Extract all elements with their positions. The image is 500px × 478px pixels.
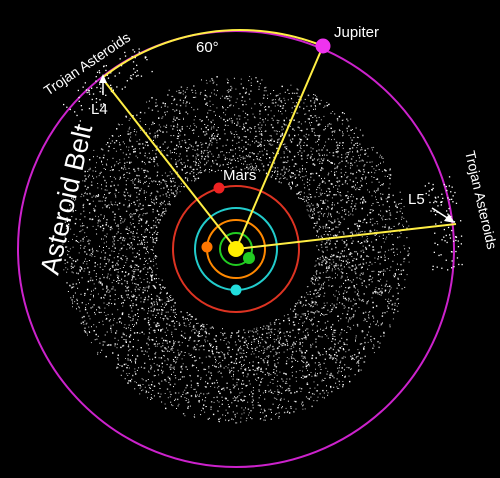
earth-planet (230, 284, 242, 296)
jupiter-label: Jupiter (334, 24, 379, 41)
l4-arrow-icon (99, 74, 107, 83)
l5-arrow-icon (444, 214, 455, 223)
l5-label: L5 (408, 191, 425, 208)
l5-arrow-shaft (431, 207, 450, 220)
sun (228, 241, 244, 257)
jupiter-planet (315, 38, 331, 54)
mars-orbit (172, 185, 300, 313)
line-to-l4 (101, 77, 237, 250)
angle-label: 60° (196, 39, 219, 56)
venus-planet (201, 241, 213, 253)
mars-label: Mars (223, 167, 256, 184)
asteroid-belt (62, 76, 410, 424)
line-to-jupiter (235, 45, 324, 250)
mercury-orbit (219, 232, 253, 266)
mars-planet (213, 182, 225, 194)
sixty-degree-arc (101, 29, 324, 79)
l4-label: L4 (91, 101, 108, 118)
line-to-l5 (235, 223, 457, 250)
trojan-asteroids-l4-cloud (63, 48, 153, 122)
mercury-planet (243, 252, 255, 264)
